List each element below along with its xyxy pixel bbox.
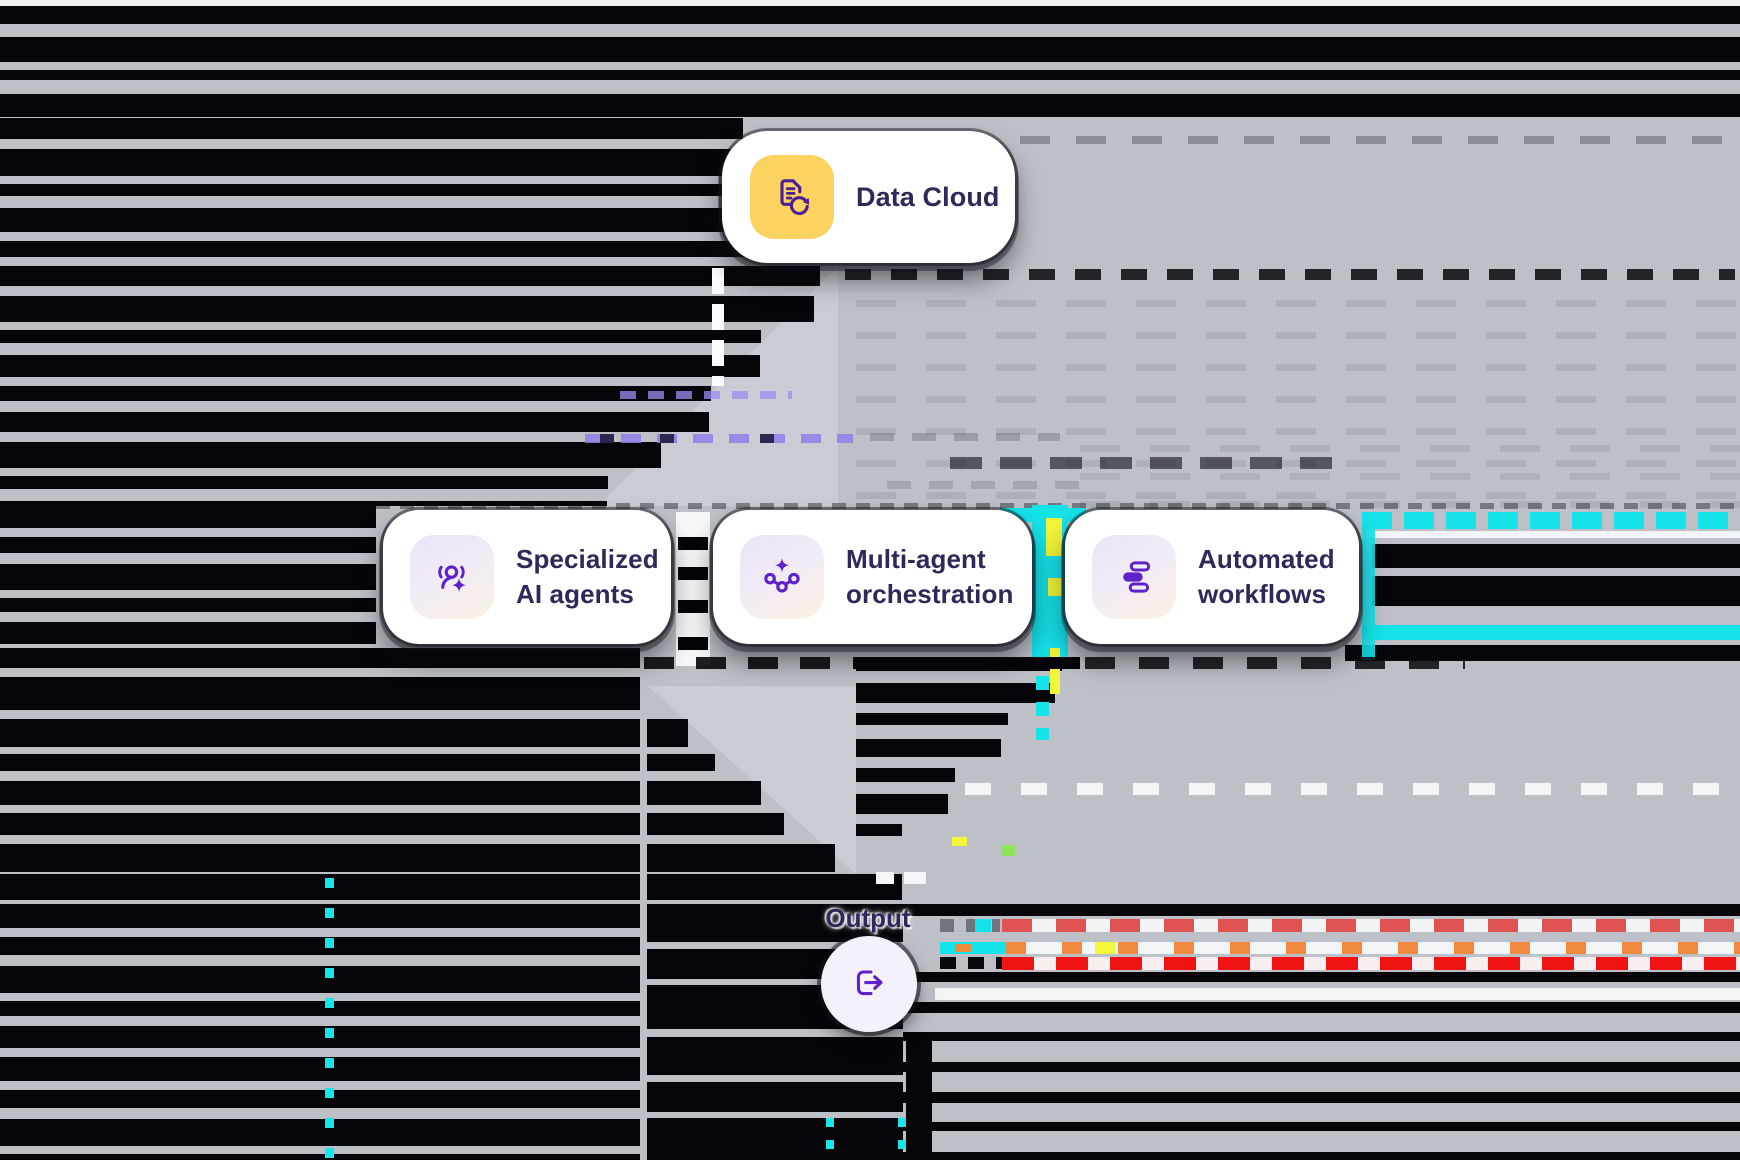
orchestration-icon-tile — [740, 535, 824, 619]
document-sync-icon — [780, 179, 810, 216]
network-nodes-icon — [764, 558, 800, 593]
workflows-icon-tile — [1092, 535, 1176, 619]
workflow-bars-icon — [1123, 561, 1151, 593]
agents-icon-tile — [410, 535, 494, 619]
node-specialized-ai-agents: Specialized AI agents — [383, 510, 671, 644]
output-node — [821, 936, 917, 1032]
node-label: Automated workflows — [1198, 544, 1335, 609]
output-label: Output — [825, 903, 911, 933]
node-multi-agent-orchestration: Multi-agent orchestration — [713, 510, 1032, 644]
data-cloud-icon-tile — [750, 155, 834, 239]
node-automated-workflows: Automated workflows — [1065, 510, 1359, 644]
export-arrow-icon — [856, 970, 883, 996]
agent-sparkle-icon — [438, 565, 466, 592]
node-label: Multi-agent orchestration — [846, 544, 1014, 609]
node-label: Data Cloud — [856, 181, 1000, 212]
node-label: Specialized AI agents — [516, 544, 659, 609]
node-data-cloud: Data Cloud — [722, 131, 1015, 263]
